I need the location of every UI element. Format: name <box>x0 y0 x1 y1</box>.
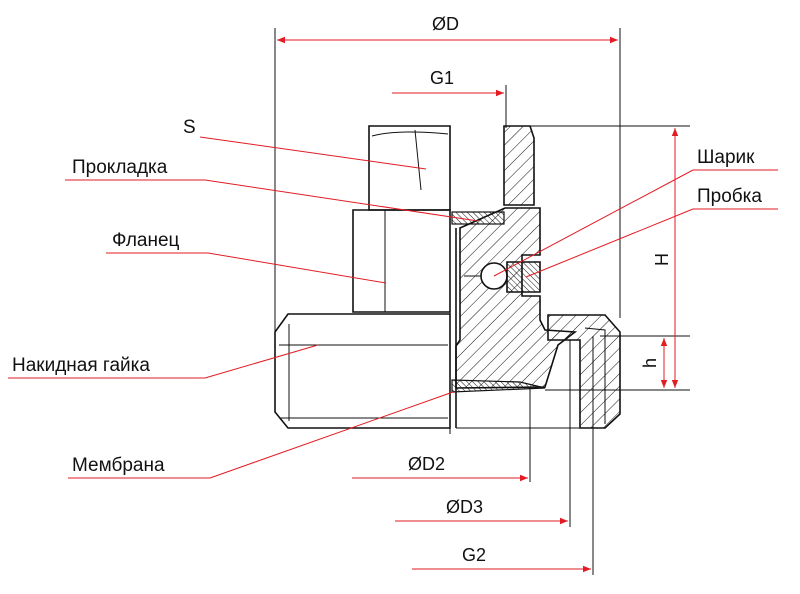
dimension-lines <box>277 36 679 573</box>
leader-membrane <box>209 391 454 479</box>
label-flange: Фланец <box>112 230 180 251</box>
plug-section <box>506 261 541 293</box>
leader-gasket <box>204 179 479 222</box>
label-plug: Пробка <box>697 186 762 207</box>
leader-lines <box>8 136 778 479</box>
leader-flange <box>207 252 387 284</box>
section-view <box>451 125 621 429</box>
flange-outline <box>352 209 451 313</box>
dim-h: H <box>652 253 672 266</box>
part-labels: S Прокладка Фланец Накидная гайка Мембра… <box>12 117 762 476</box>
flange-section <box>455 207 578 389</box>
dim-d3: ØD3 <box>446 497 483 517</box>
dimension-labels: ØD G1 H h ØD2 ØD3 G2 <box>408 14 672 565</box>
leader-union-nut <box>204 344 319 379</box>
label-s: S <box>183 117 196 138</box>
membrane-section <box>451 379 546 393</box>
dim-h-small: h <box>640 358 660 368</box>
dim-g2: G2 <box>462 545 486 565</box>
union-nut-outline <box>274 313 451 429</box>
leader-s <box>199 136 427 170</box>
label-union-nut: Накидная гайка <box>12 355 150 376</box>
leader-ball <box>493 169 694 277</box>
union-nut-section <box>547 314 621 429</box>
top-nut-outline <box>368 125 451 211</box>
gasket-section <box>451 211 505 225</box>
fitting-body <box>274 125 451 429</box>
leader-plug <box>525 208 694 278</box>
label-gasket: Прокладка <box>72 157 168 178</box>
dim-d2: ØD2 <box>408 454 445 474</box>
top-nut-section <box>503 125 535 206</box>
dim-d: ØD <box>432 14 459 34</box>
dim-g1: G1 <box>430 68 454 88</box>
label-membrane: Мембрана <box>72 455 165 476</box>
label-ball: Шарик <box>697 147 755 168</box>
